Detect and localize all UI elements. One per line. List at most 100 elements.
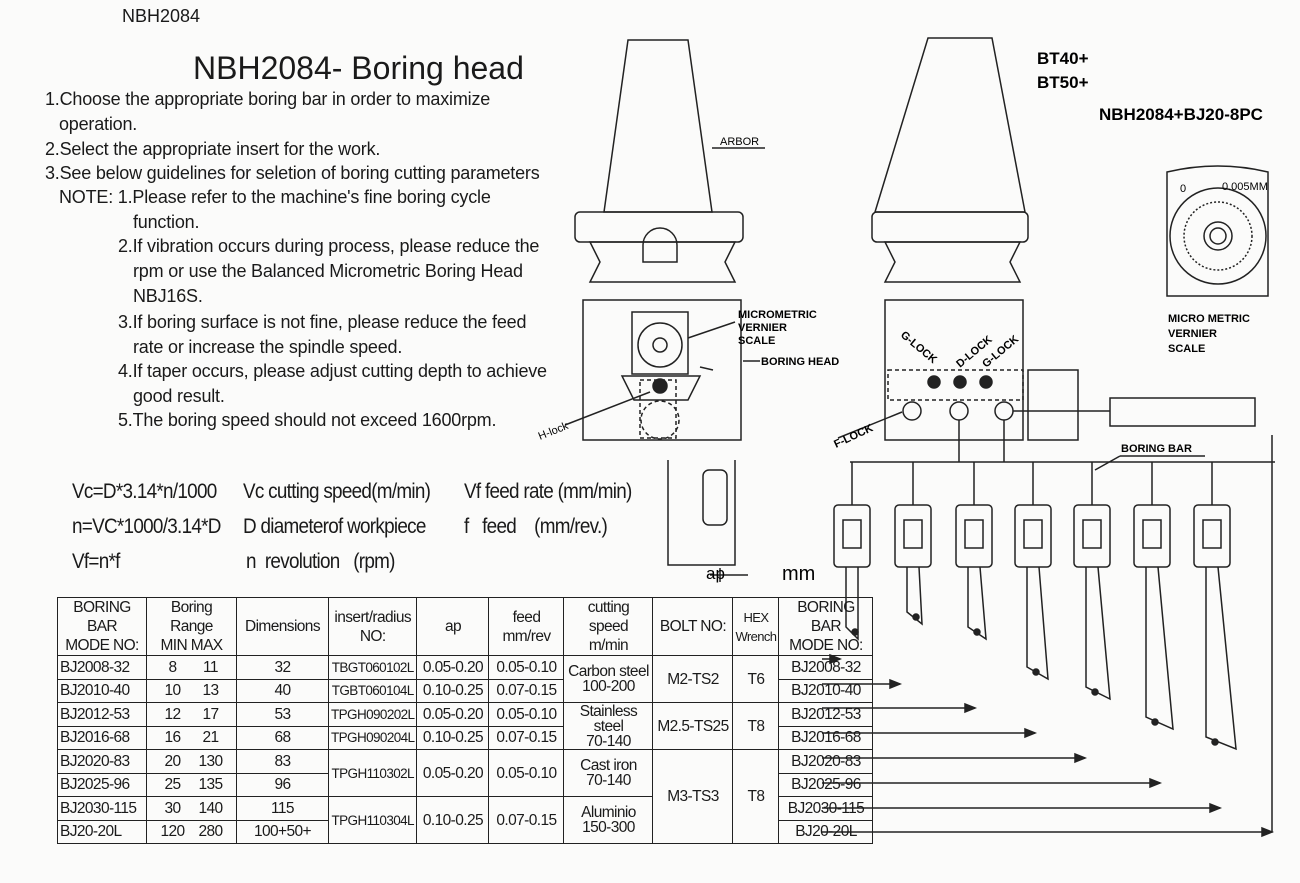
cell-bolt: M2.5-TS25 <box>652 702 734 750</box>
cell-model: BJ2010-40 <box>57 678 147 703</box>
cell-max: 135 <box>198 776 223 794</box>
formula-def: D diameterof workpiece <box>243 515 426 538</box>
cell-max: 140 <box>198 799 223 817</box>
cell-ap: 0.05-0.20 <box>416 655 490 680</box>
insert-icon <box>912 613 920 621</box>
cell-cutting-speed-text: 70-140 <box>586 772 631 789</box>
cell-insert: TPGH090202L <box>327 702 418 727</box>
cell-bolt: M2-TS2 <box>652 655 734 703</box>
cell-dimensions: 68 <box>236 725 329 750</box>
cell-cutting-speed-text: 150-300 <box>582 819 635 836</box>
formula-eq: Vf=n*f <box>72 550 120 573</box>
cell-insert: TPGH110304L <box>327 796 418 844</box>
cell-dimensions: 115 <box>236 796 329 821</box>
cell-dimensions-text: 96 <box>274 776 291 794</box>
cell-dimensions-text: 83 <box>274 752 291 770</box>
instruction-line: 4.If taper occurs, please adjust cutting… <box>118 361 547 381</box>
cell-ap-text: 0.05-0.20 <box>422 705 484 723</box>
cell-hex-wrench: T8 <box>732 749 780 844</box>
cell-model: BJ20-20L <box>57 819 147 844</box>
cell-model: BJ2016-68 <box>57 725 147 750</box>
label-bt50: BT50+ <box>1037 73 1089 92</box>
cell-model-right-text: BJ2020-83 <box>791 752 861 770</box>
header-dimensions: Dimensions <box>236 597 329 656</box>
cell-cutting-speed-text: Aluminio <box>581 804 636 821</box>
cell-bolt-text: M2.5-TS25 <box>657 717 729 735</box>
label-arbor: ARBOR <box>720 136 759 148</box>
boring-bar-flat <box>964 519 984 549</box>
cell-max: 130 <box>198 752 223 770</box>
boring-bar-shank <box>1073 504 1111 568</box>
cell-model-right-text: BJ2025-96 <box>791 776 861 794</box>
cell-feed: 0.05-0.10 <box>488 749 565 797</box>
cell-dimensions: 100+50+ <box>236 819 329 844</box>
cell-model-text: BJ2025-96 <box>60 776 130 794</box>
cell-dimensions-text: 32 <box>274 658 291 676</box>
formula-def: n revolution (rpm) <box>246 550 395 573</box>
cell-feed-text: 0.07-0.15 <box>496 682 557 700</box>
boring-bar-flat <box>1142 519 1162 549</box>
insert-icon <box>1211 738 1219 746</box>
label-micrometric: VERNIER <box>738 322 787 334</box>
cell-bolt-text: M2-TS2 <box>667 670 719 688</box>
cell-cutting-speed-text: 70-140 <box>586 732 631 750</box>
header-model-text: BORING BAR <box>73 599 131 635</box>
insert-icon <box>973 628 981 636</box>
cell-dimensions: 83 <box>236 749 329 774</box>
header-model-right-text: MODE NO: <box>789 637 863 654</box>
cell-model: BJ2012-53 <box>57 702 147 727</box>
cell-cutting-speed-text: Cast iron <box>580 757 637 774</box>
instruction-line: 5.The boring speed should not exceed 160… <box>118 410 497 430</box>
boring-bar-flat <box>1082 519 1102 549</box>
cell-model-right: BJ2012-53 <box>778 702 874 727</box>
cell-min: 25 <box>164 776 181 794</box>
cell-ap-text: 0.10-0.25 <box>422 811 484 829</box>
leader-line <box>822 435 1273 833</box>
insert-icon <box>1091 688 1099 696</box>
cell-ap: 0.05-0.20 <box>416 749 490 797</box>
cell-model-right-text: BJ20-20L <box>795 823 857 841</box>
formula-def: f feed (mm/rev.) <box>464 515 608 538</box>
cell-dimensions-text: 40 <box>274 682 291 700</box>
cell-dimensions-text: 68 <box>274 729 291 747</box>
boring-bar-flat <box>903 519 923 549</box>
arrow-head-icon <box>1209 802 1223 814</box>
arrow-head-icon <box>1074 752 1088 764</box>
dial-zero: 0 <box>1180 183 1186 195</box>
cell-cutting-speed-text: Stainless steel <box>579 702 638 735</box>
cell-model-right: BJ2010-40 <box>778 678 874 703</box>
header-hex-text: HEX <box>743 609 770 625</box>
header-insert-text: NO: <box>359 627 386 645</box>
boring-bar-shank <box>833 504 871 568</box>
header-bolt: BOLT NO: <box>652 597 734 656</box>
boring-bar-shank <box>955 504 993 568</box>
instruction-line: operation. <box>59 114 138 134</box>
cell-feed: 0.07-0.15 <box>488 678 565 703</box>
cell-insert-text: TPGH110304L <box>331 812 415 828</box>
header-range-text: Boring Range <box>170 599 213 635</box>
cell-ap: 0.05-0.20 <box>416 702 490 727</box>
cell-bolt-text: M3-TS3 <box>667 788 719 805</box>
cell-max: 21 <box>202 729 219 747</box>
cell-dimensions-text: 53 <box>274 705 291 723</box>
instruction-line: NBJ16S. <box>133 286 203 306</box>
boring-bar-body <box>967 566 987 641</box>
instruction-line: NOTE: 1.Please refer to the machine's fi… <box>59 187 491 207</box>
boring-bar-shank <box>1014 504 1052 568</box>
label-ap: ap <box>706 564 725 583</box>
boring-bar-flat <box>1202 519 1222 549</box>
cell-model-right-text: BJ2030-115 <box>787 799 865 817</box>
cell-dimensions-text: 100+50+ <box>253 823 312 841</box>
cell-max: 13 <box>202 682 219 700</box>
cell-model-text: BJ2030-115 <box>60 799 137 817</box>
